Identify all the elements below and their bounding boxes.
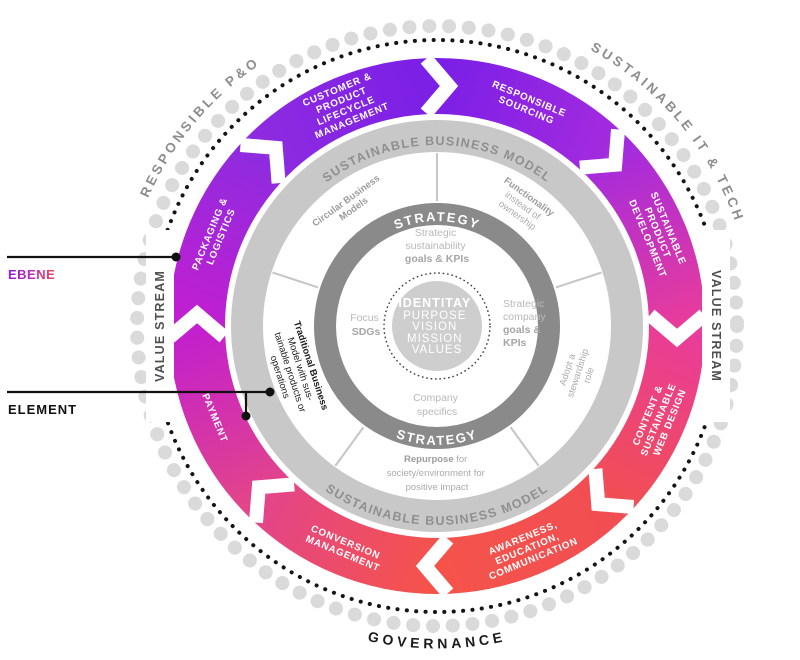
- chevron-icon: [415, 534, 454, 598]
- chevron-icon: [579, 128, 625, 175]
- cycle-segment-sustainable-product-development: [586, 136, 705, 326]
- cycle-segment-responsible-sourcing: [437, 58, 627, 177]
- chevron-icon: [588, 468, 635, 514]
- outer-label-governance: GOVERNANCE: [367, 628, 504, 651]
- value-stream-band-right: [702, 230, 730, 422]
- svg-text:GOVERNANCE: GOVERNANCE: [367, 628, 508, 651]
- svg-text:STRATEGY: STRATEGY: [395, 426, 480, 448]
- value-stream-band-left: [146, 230, 174, 422]
- chevron-icon: [645, 309, 709, 348]
- legend-ebene-label: EBENE: [8, 267, 55, 282]
- cycle-band: [169, 58, 705, 594]
- segment-adopt-stewardship-role: Adopt a stewardship role: [555, 342, 603, 403]
- legend-element-label: ELEMENT: [8, 402, 77, 417]
- cycle-segment-awareness-education-communication: [437, 475, 627, 594]
- segment-dividers: [272, 153, 602, 467]
- outer-dotted-ring: [130, 19, 744, 633]
- value-stream-label-left: VALUE STREAM: [153, 270, 167, 382]
- identity-text: IDENTITAY PURPOSE VISION MISSION VALUES: [398, 294, 475, 356]
- chevron-icon: [249, 477, 295, 524]
- core-right-strategic-company: Strategic company goals & KPIs: [503, 298, 549, 349]
- core-top-strategic-sustainability: Strategic sustainability goals & KPIs: [405, 227, 469, 265]
- callout-dot: [265, 387, 275, 397]
- cycle-segment-customer-product-lifecycle: [247, 58, 437, 177]
- core-left-focus-sdgs: Focus SDGs: [350, 312, 382, 338]
- legend-ebene-callout: EBENE: [7, 252, 181, 282]
- core-bottom-company-specifics: Company specifics: [413, 392, 461, 418]
- cycle-chevrons: [165, 54, 709, 598]
- identity-dotted-circle: [383, 272, 491, 380]
- cycle-segment-payment: [169, 326, 288, 516]
- cycle-segment-packaging-logistics: [169, 136, 288, 326]
- identity-circle: [392, 281, 482, 371]
- value-stream-label-right: VALUE STREAM: [709, 270, 723, 382]
- chevron-icon: [239, 138, 286, 184]
- chevron-icon: [165, 304, 229, 343]
- legend-element-callout: ELEMENT: [7, 387, 275, 421]
- strategy-label-bottom: STRATEGY: [395, 426, 478, 448]
- callout-dot: [241, 411, 251, 421]
- cycle-segment-content-sustainable-web-design: [586, 326, 705, 516]
- cycle-segment-conversion-management: [247, 475, 437, 594]
- segment-repurpose-positive-impact: Repurpose for society/environment for po…: [387, 454, 488, 493]
- chevron-icon: [420, 54, 459, 118]
- callout-dot: [171, 252, 181, 262]
